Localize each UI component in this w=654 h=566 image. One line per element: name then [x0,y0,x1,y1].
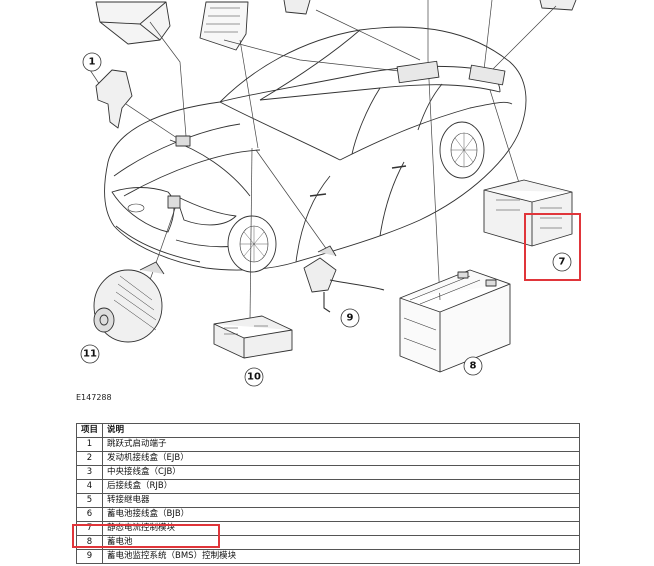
row-description: 中央接线盒（CJB） [102,465,580,480]
callout-circle-8 [463,356,483,376]
row-number: 3 [75,465,104,480]
highlight-row-7 [72,524,220,548]
row-number: 9 [75,549,104,564]
front-grille [111,187,175,233]
bms-module-drawing [303,257,337,293]
row-description: 后接线盒（RJB） [102,479,580,494]
figure-id: E147288 [76,393,112,402]
callout-circle-10 [244,367,264,387]
header-description: 说明 [102,423,580,438]
row-description: 蓄电池接线盒（BJB） [102,507,580,522]
callout-9: 9 [347,313,354,324]
callout-1: 1 [89,57,96,68]
row-number: 1 [75,437,104,452]
rear-relay-drawing-b [539,0,577,11]
row-description: 跳跃式启动端子 [102,437,580,452]
callout-7: 7 [559,257,566,268]
engine-junction-box-drawing [95,1,171,45]
central-junction-box-drawing [199,1,249,51]
row-number: 6 [75,507,104,522]
vehicle-component-illustration: 1 7 8 9 10 11 [80,0,577,387]
callout-8: 8 [470,361,477,372]
callout-10: 10 [247,372,261,383]
row-description: 转接继电器 [102,493,580,508]
jump-start-terminal-drawing [95,69,133,129]
car-body-outline [104,26,527,271]
row-number: 4 [75,479,104,494]
callout-circle-1 [82,52,102,72]
row-description: 蓄电池监控系统（BMS）控制模块 [102,549,580,564]
callout-11: 11 [83,349,97,360]
callout-circle-9 [340,308,360,328]
row-number: 5 [75,493,104,508]
highlight-callout-7 [524,213,581,281]
rear-relay-drawing-a [283,0,311,15]
header-item: 项目 [75,423,104,438]
callout-circle-7 [552,252,572,272]
row-number: 2 [75,451,104,466]
callout-circle-11 [80,344,100,364]
transfer-relay-drawing [213,315,293,359]
table-header-row: 项目 说明 [75,423,580,438]
row-description: 发动机接线盒（EJB） [102,451,580,466]
